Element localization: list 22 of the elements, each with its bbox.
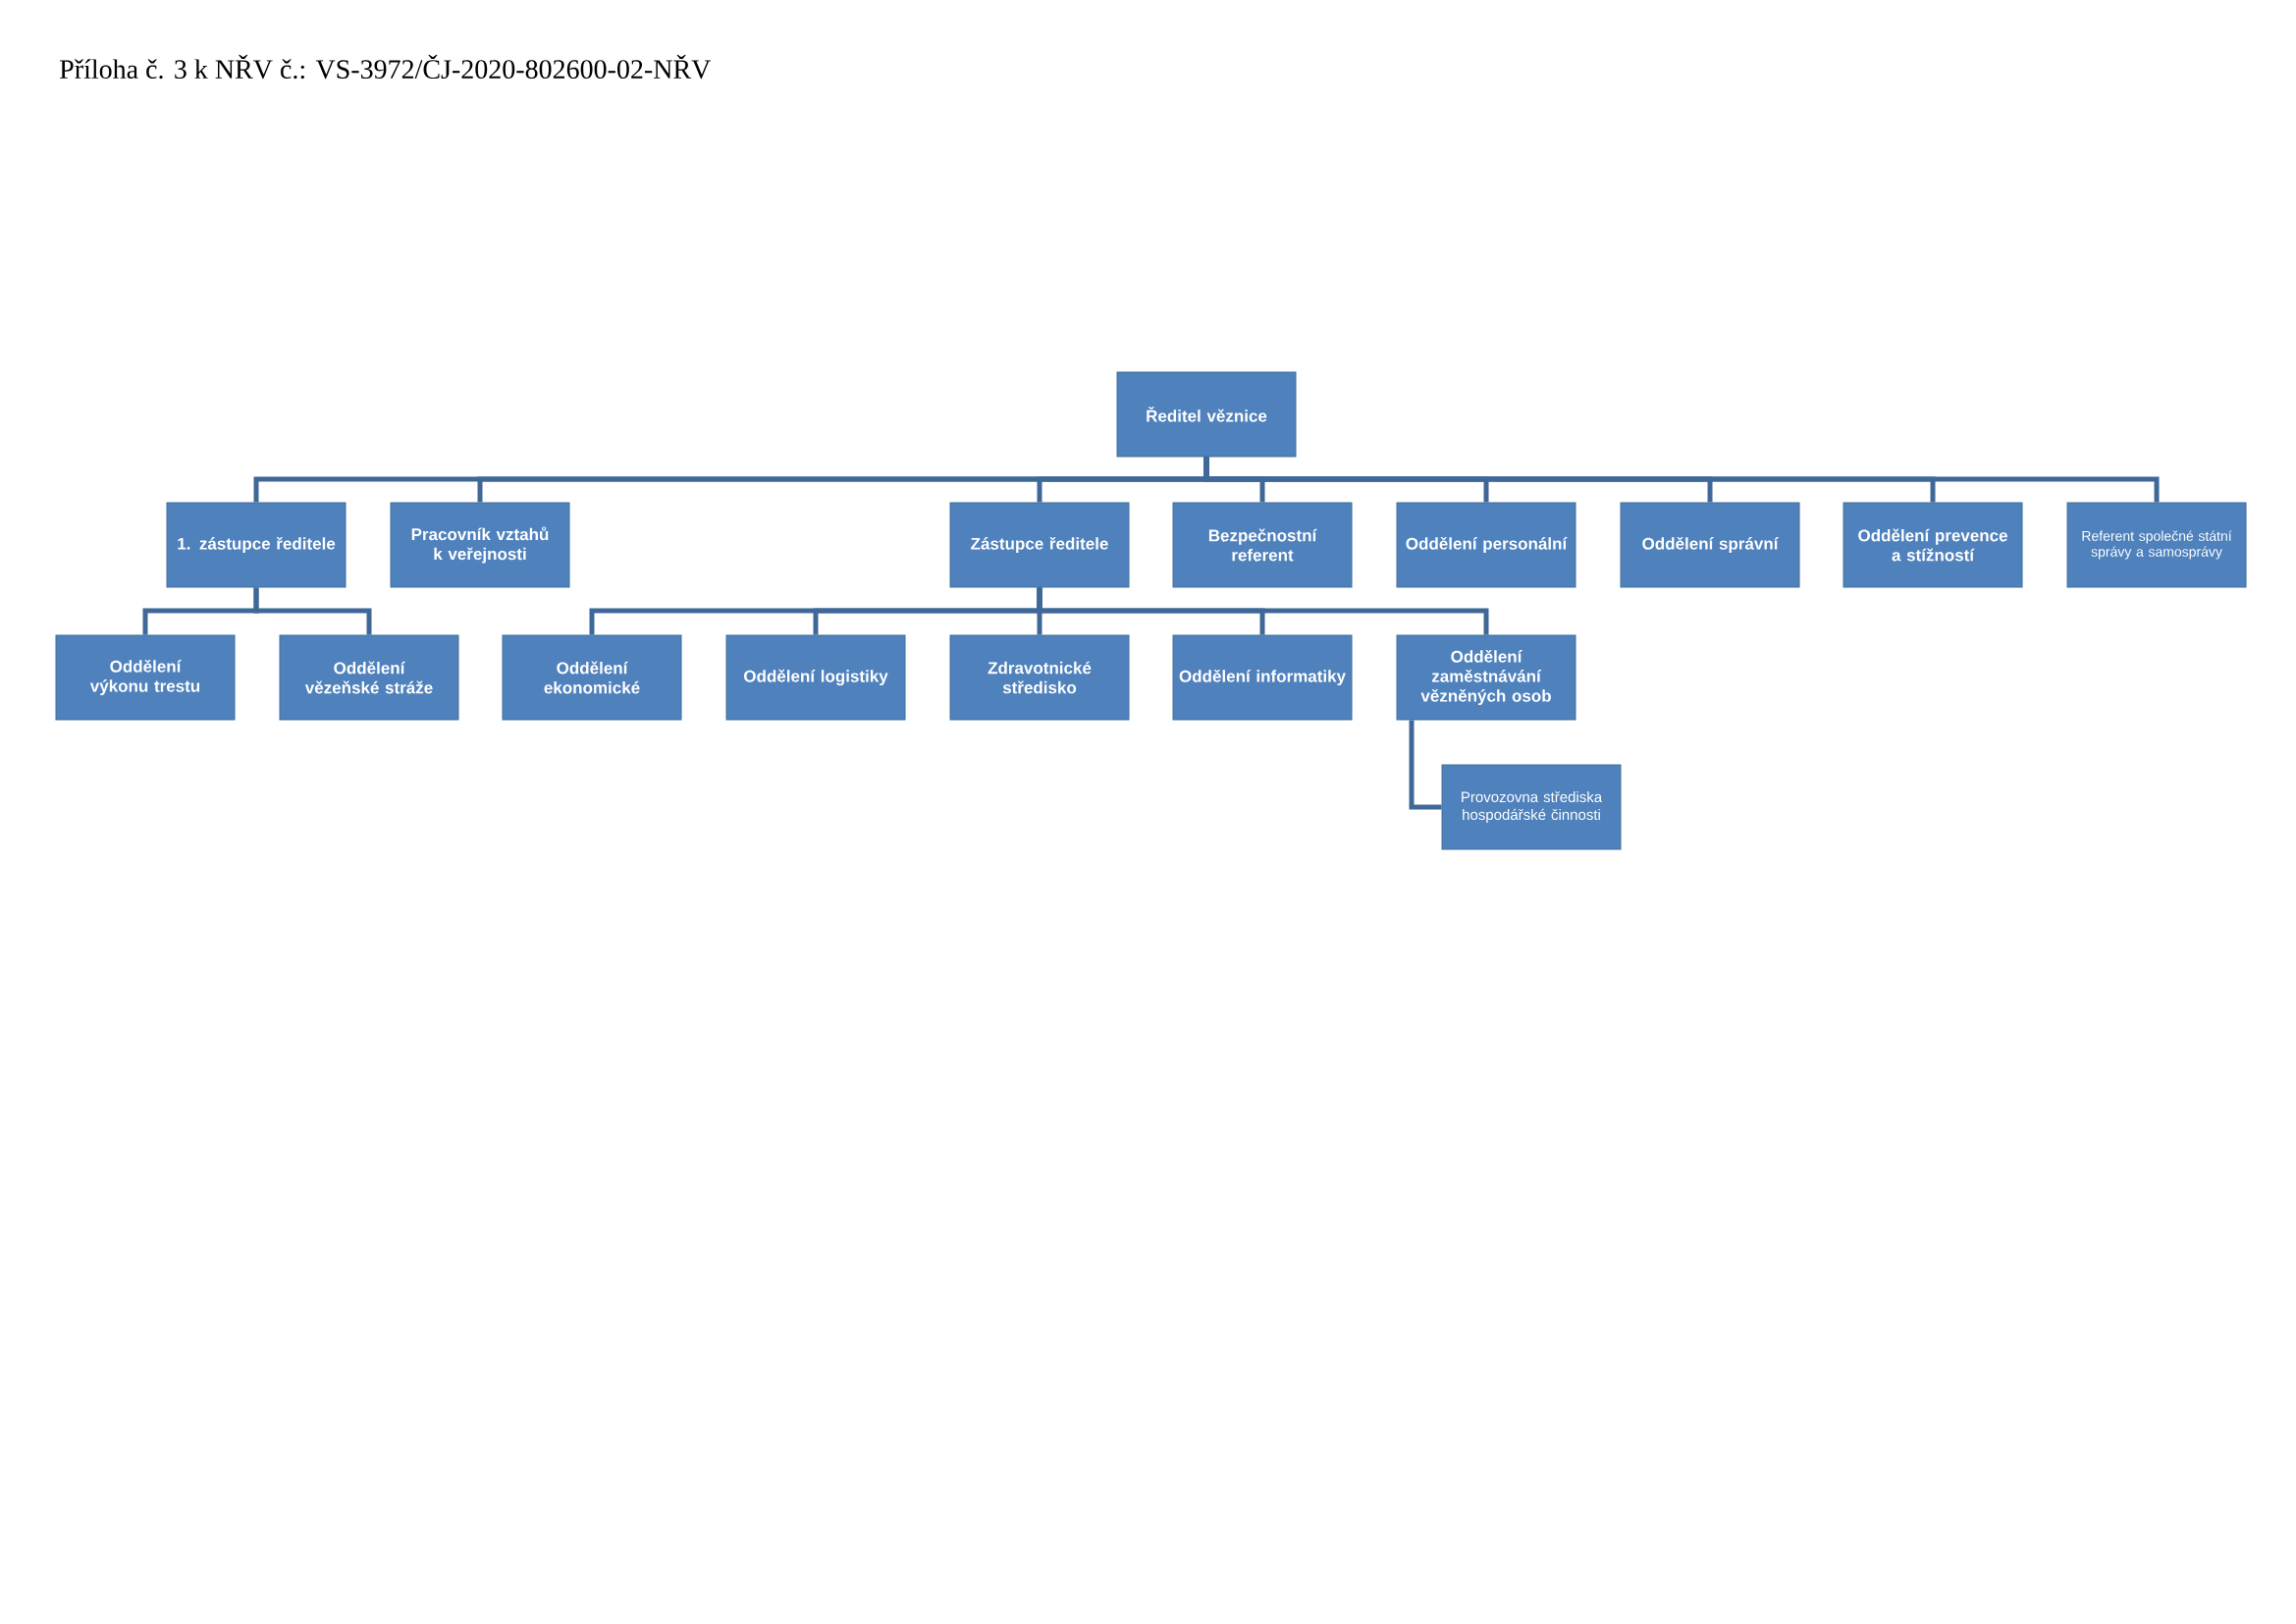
org-box: Oddělení informatiky bbox=[1172, 634, 1353, 721]
document-title: Příloha č. 3 k NŘV č.: VS-3972/ČJ-2020-802600-02-NŘV bbox=[60, 54, 712, 80]
org-box: Oddělení vězeňské stráže bbox=[279, 634, 459, 721]
org-box: Oddělení personální bbox=[1396, 502, 1576, 588]
org-box: Ředitel věznice bbox=[1116, 371, 1297, 458]
org-box: Bezpečnostní referent bbox=[1172, 502, 1353, 588]
org-box: Oddělení výkonu trestu bbox=[55, 634, 236, 721]
org-box: Oddělení logistiky bbox=[725, 634, 906, 721]
org-box: Oddělení ekonomické bbox=[502, 634, 682, 721]
org-box: Oddělení správní bbox=[1620, 502, 1800, 588]
connector-line bbox=[1409, 720, 1442, 810]
org-box: 1. zástupce ředitele bbox=[166, 502, 347, 588]
org-box: Provozovna střediska hospodářské činnosti bbox=[1441, 764, 1622, 850]
org-box: Zástupce ředitele bbox=[949, 502, 1130, 588]
connector-line bbox=[1203, 457, 2160, 503]
org-box: Referent společné státní správy a samosprávy bbox=[2066, 502, 2247, 588]
org-box: Pracovník vztahů k veřejnosti bbox=[390, 502, 570, 588]
org-box: Oddělení prevence a stížností bbox=[1842, 502, 2023, 588]
connector-line bbox=[253, 587, 372, 635]
org-box: Oddělení zaměstnávání vězněných osob bbox=[1396, 634, 1576, 721]
connector-line bbox=[1037, 587, 1489, 635]
org-box: Zdravotnické středisko bbox=[949, 634, 1130, 721]
